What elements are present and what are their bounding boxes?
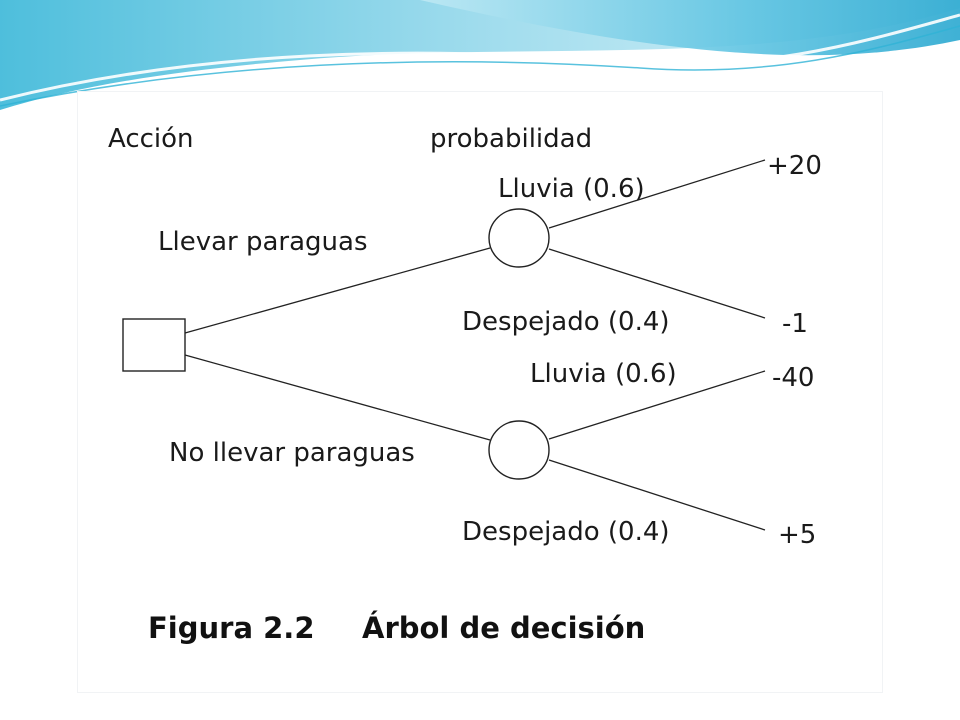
diagram-panel	[78, 92, 882, 692]
action-label-llevar: Llevar paraguas	[158, 227, 368, 257]
chance-node-llevar	[488, 208, 550, 268]
outcome-label-llevar-lluvia: Lluvia (0.6)	[498, 174, 645, 204]
edge-llevar-lluvia	[548, 159, 766, 229]
edge-no-llevar-lluvia	[548, 370, 766, 440]
edge-no-llevar-despejado	[548, 459, 766, 531]
outcome-label-no-llevar-despejado: Despejado (0.4)	[462, 517, 670, 547]
outcome-label-llevar-despejado: Despejado (0.4)	[462, 307, 670, 337]
decision-node	[122, 318, 186, 372]
figure-label: Figura 2.2	[148, 611, 315, 645]
chance-node-no-llevar	[488, 420, 550, 480]
payoff-label: -1	[782, 309, 808, 339]
action-label-no-llevar: No llevar paraguas	[169, 438, 415, 468]
payoff-label: +5	[778, 520, 817, 550]
figure-title: Árbol de decisión	[362, 611, 646, 645]
header-swoosh-decoration	[0, 0, 960, 110]
edge-no-llevar-paraguas	[184, 354, 491, 441]
header-accion: Acción	[108, 124, 194, 154]
outcome-label-no-llevar-lluvia: Lluvia (0.6)	[530, 359, 677, 389]
edge-llevar-paraguas	[184, 247, 491, 334]
payoff-label: +20	[767, 151, 822, 181]
header-probabilidad: probabilidad	[430, 124, 593, 154]
payoff-label: -40	[772, 363, 815, 393]
edge-llevar-despejado	[548, 248, 766, 319]
